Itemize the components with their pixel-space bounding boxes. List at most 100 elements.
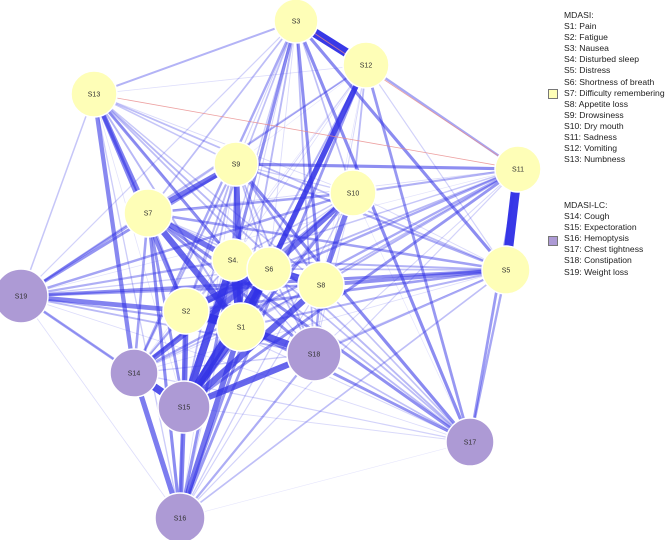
edge-weak: [232, 64, 367, 261]
legend-item: S18: Constipation: [564, 255, 632, 266]
edge-weak: [92, 92, 235, 262]
edge-weak: [133, 269, 507, 374]
node-s6: S6: [246, 246, 292, 292]
edge-weak: [93, 64, 367, 95]
legend-item: S16: Hemoptysis: [564, 233, 629, 244]
edge-weak: [146, 191, 355, 215]
node-s4: S4.: [211, 238, 255, 282]
edge-weak: [351, 167, 520, 195]
edge-strong: [91, 91, 137, 376]
node-label: S14: [128, 371, 141, 378]
edge-weak: [20, 64, 367, 297]
node-label: S1: [237, 325, 246, 332]
edge-weak: [294, 19, 472, 444]
edge-weak: [268, 20, 297, 270]
edge-strong: [177, 324, 244, 521]
node-s9: S9: [213, 141, 259, 187]
legend-item: S6: Shortness of breath: [564, 76, 655, 87]
legend-item: S8: Appetite loss: [564, 98, 629, 109]
edge-weak: [183, 406, 471, 443]
edge-weak: [93, 93, 507, 271]
node-label: S12: [360, 63, 373, 70]
edge-weak: [364, 63, 472, 444]
edge-weak: [295, 20, 354, 194]
edge-weak: [468, 268, 508, 444]
node-circle: [246, 246, 292, 292]
node-s3: S3: [273, 0, 319, 44]
edge-weak: [235, 64, 367, 165]
node-circle: [445, 417, 495, 467]
edge-weak: [320, 284, 471, 443]
node-circle: [297, 261, 345, 309]
legend-item: S12: Vomiting: [564, 143, 618, 154]
edge-negative: [93, 93, 519, 170]
edge-weak: [231, 19, 298, 262]
node-s18: S18: [286, 326, 342, 382]
node-s12: S12: [342, 41, 390, 89]
edge-weak: [234, 162, 508, 272]
legend-item: S10: Dry mouth: [564, 120, 624, 131]
node-label: S6: [265, 267, 274, 274]
legend-item: S15: Expectoration: [564, 222, 637, 233]
edge-weak: [313, 168, 519, 355]
node-circle: [342, 41, 390, 89]
edge-weak: [20, 295, 181, 519]
edge-weak: [294, 19, 508, 272]
edge-weak: [312, 268, 508, 356]
edge-weak: [147, 64, 367, 214]
edge-weak: [234, 162, 323, 287]
node-s15: S15: [157, 380, 211, 434]
node-circle: [216, 302, 266, 352]
edge-weak: [182, 167, 520, 409]
node-label: S9: [232, 162, 241, 169]
edge-weak: [239, 325, 472, 444]
edge-weak: [313, 353, 471, 443]
node-circle: [286, 326, 342, 382]
node-label: S7: [144, 211, 153, 218]
node-label: S18: [308, 352, 321, 359]
edge-weak: [93, 93, 354, 194]
edge-weak: [352, 192, 471, 443]
edge-weak: [93, 93, 185, 408]
node-circle: [162, 287, 210, 335]
edge-weak: [146, 211, 182, 520]
node-circle: [109, 348, 159, 398]
edge-weak: [132, 162, 238, 375]
node-s1: S1: [216, 302, 266, 352]
legend-item: S2: Fatigue: [564, 32, 608, 43]
node-circle: [481, 245, 531, 295]
edge-weak: [179, 269, 507, 519]
node-label: S10: [347, 191, 360, 198]
edge-weak: [132, 19, 298, 375]
edge-weak: [178, 63, 368, 520]
node-s5: S5: [481, 245, 531, 295]
node-s13: S13: [70, 70, 118, 118]
node-label: S17: [464, 440, 477, 447]
node-label: S2: [182, 309, 191, 316]
edge-weak: [20, 93, 95, 297]
node-s11: S11: [494, 145, 542, 193]
edge-weak: [93, 93, 315, 355]
node-label: S13: [88, 92, 101, 99]
legend-item: S17: Chest tightness: [564, 244, 644, 255]
edge-weak: [146, 211, 508, 272]
legend-mdasi-heading: MDASI:: [564, 10, 594, 20]
edge-weak: [179, 192, 354, 519]
edge-weak: [234, 162, 520, 171]
edge-weak: [178, 352, 316, 520]
legend-item: S7: Difficulty remembering: [564, 87, 665, 98]
edge-weak: [146, 211, 316, 356]
node-s2: S2: [162, 287, 210, 335]
node-s17: S17: [445, 417, 495, 467]
edge-weak: [179, 168, 519, 519]
node-label: S8: [317, 283, 326, 290]
node-s16: S16: [154, 492, 206, 540]
legend-item: S1: Pain: [564, 21, 597, 32]
